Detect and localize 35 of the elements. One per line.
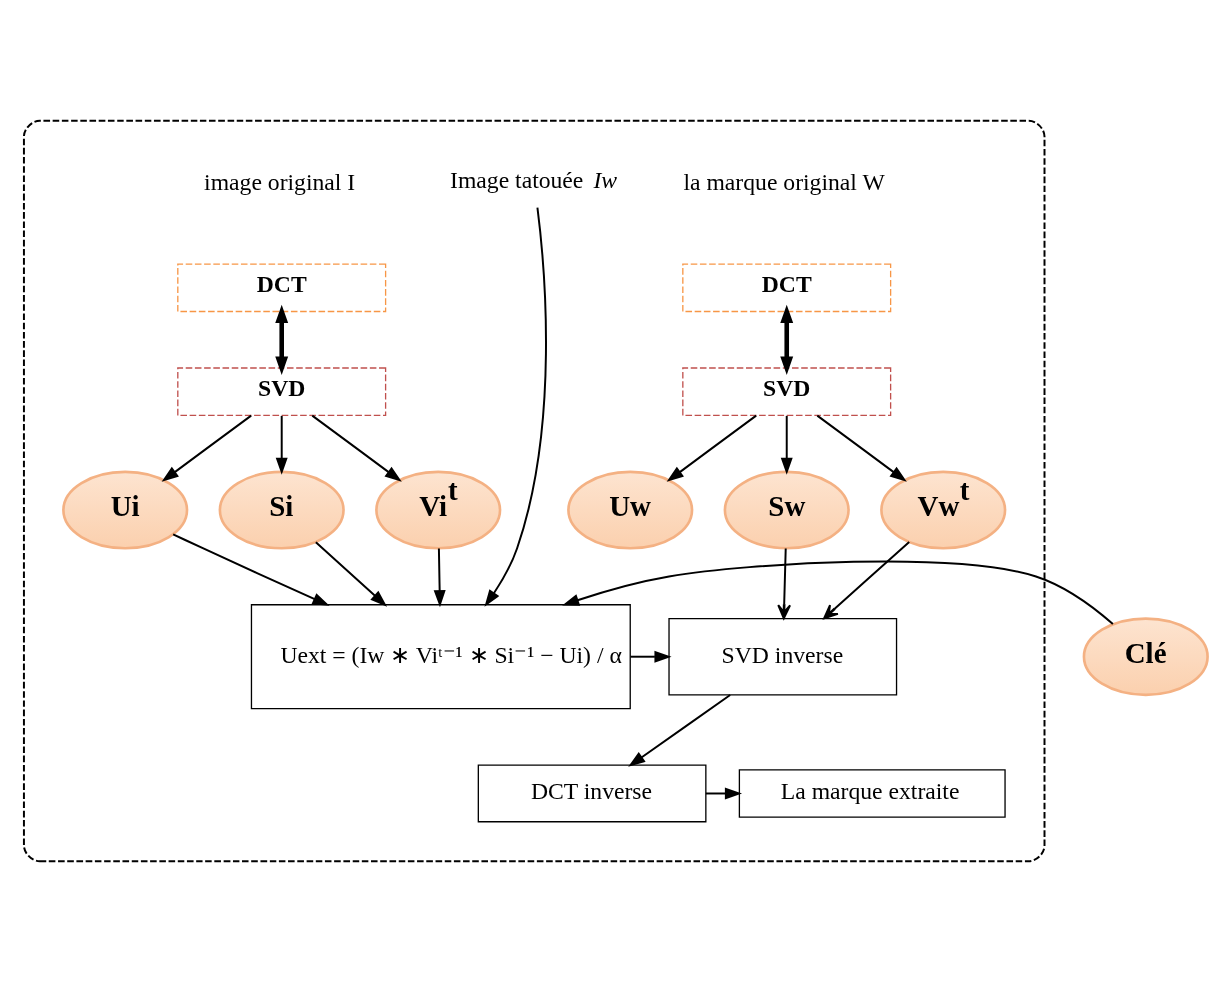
- node-ellipse: Uw: [567, 470, 694, 550]
- node-box: DCT: [682, 262, 892, 312]
- node-ellipse: Sw: [723, 470, 850, 550]
- arrow: [484, 206, 547, 607]
- arrow: [314, 540, 388, 607]
- node-ellipse: Clé: [1082, 616, 1209, 696]
- node-box: Uext = (Iw ∗ Viᵗ⁻¹ ∗ Si⁻¹ − Ui) / α: [250, 603, 631, 709]
- arrow: [816, 414, 907, 482]
- arrow: [161, 414, 253, 482]
- arrow: [562, 560, 1114, 625]
- arrow: [780, 414, 793, 475]
- arrow: [311, 414, 402, 482]
- arrow: [433, 547, 446, 607]
- node-box: DCT inverse: [477, 764, 707, 822]
- node-ellipse: Si: [218, 470, 345, 550]
- arrow: [704, 787, 742, 799]
- arrow: [275, 414, 288, 475]
- arrow: [628, 693, 732, 767]
- arrow: [780, 304, 794, 375]
- label: la marque original W: [683, 168, 885, 195]
- node-box: SVD: [177, 366, 387, 416]
- arrow: [777, 547, 792, 619]
- arrow: [629, 650, 672, 663]
- arrow: [823, 540, 911, 619]
- cluster: [22, 119, 1046, 862]
- node-text: Image tatouée Iw: [450, 166, 618, 193]
- node-box: SVD: [682, 366, 892, 416]
- node-box: SVD inverse: [668, 617, 898, 695]
- label: image original I: [204, 168, 356, 195]
- arrow: [666, 414, 758, 482]
- arrow: [172, 532, 330, 606]
- node-box: La marque extraite: [738, 768, 1006, 818]
- node-ellipse: Ui: [62, 470, 189, 550]
- arrow: [275, 304, 289, 375]
- node-box: DCT: [177, 262, 387, 312]
